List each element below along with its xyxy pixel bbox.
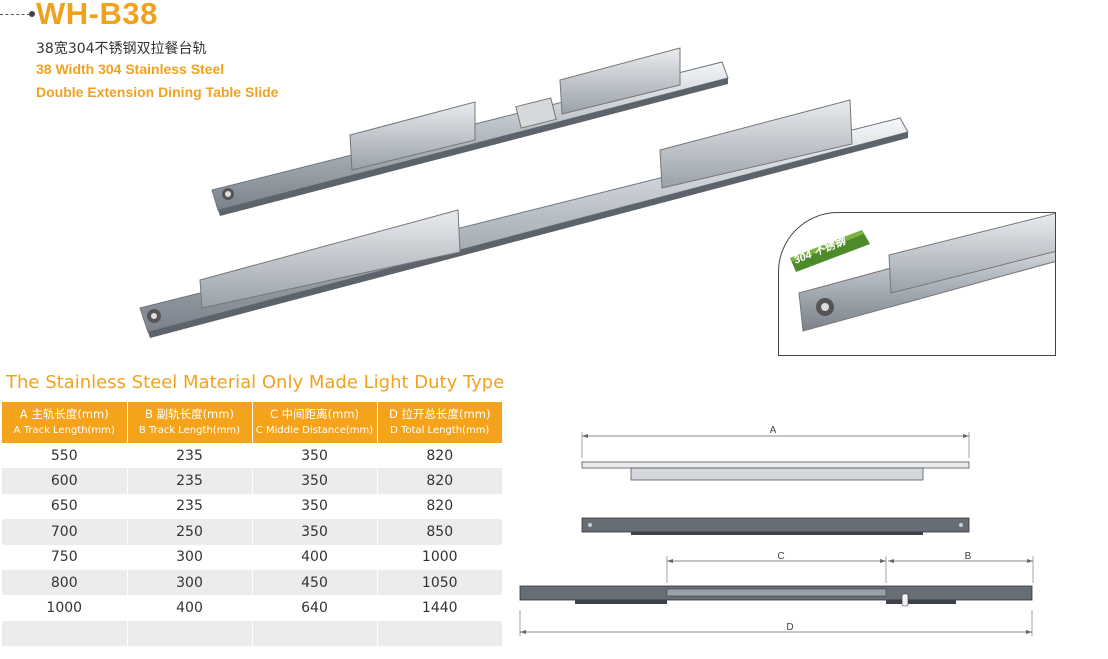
cell: 450 xyxy=(252,569,378,596)
cell: 820 xyxy=(426,498,454,515)
col-header-c: C 中间距离(mm)C Middle Distance(mm) xyxy=(252,402,378,443)
cell: 550 xyxy=(2,443,128,469)
cell xyxy=(127,620,253,647)
cell xyxy=(252,620,378,647)
col-header-d: D 拉开总长度(mm)D Total Length(mm) xyxy=(377,402,502,443)
cell: 850 xyxy=(377,519,502,545)
product-image xyxy=(139,47,909,338)
upper-slide xyxy=(211,47,729,216)
cell: 300 xyxy=(127,544,253,570)
title-english-line-2: Double Extension Dining Table Slide xyxy=(36,84,279,100)
cell: 800 xyxy=(2,569,128,596)
detail-inset-image xyxy=(798,213,1055,332)
header-lead-dot xyxy=(29,11,35,17)
label-d: D xyxy=(786,622,793,633)
cell: 820 xyxy=(426,447,454,464)
label-c: C xyxy=(777,551,784,562)
cell: 350 xyxy=(252,443,378,469)
cell: 1000 xyxy=(421,549,458,566)
cell: 1050 xyxy=(377,569,502,596)
cell: 235 xyxy=(127,493,253,520)
model-number: WH-B38 xyxy=(36,0,158,31)
lower-slide xyxy=(139,99,909,338)
cell: 600 xyxy=(2,468,128,494)
cell: 640 xyxy=(252,595,378,621)
title-english-line-1: 38 Width 304 Stainless Steel xyxy=(36,61,225,77)
dimension-drawing: A C B D xyxy=(519,425,1034,636)
cell: 250 xyxy=(127,519,253,545)
view-mid xyxy=(581,517,970,535)
cell: 820 xyxy=(377,468,502,494)
cell: 400 xyxy=(127,595,253,621)
spec-table: A 主轨长度(mm)A Track Length(mm) B 副轨长度(mm)B… xyxy=(2,402,502,647)
cell: 300 xyxy=(127,569,253,596)
cell: 750 xyxy=(2,544,128,570)
cell: 700 xyxy=(2,519,128,545)
section-title: The Stainless Steel Material Only Made L… xyxy=(6,372,505,393)
cell: 350 xyxy=(252,468,378,494)
view-extended: C B D xyxy=(519,551,1034,636)
cell: 235 xyxy=(127,468,253,494)
table-row xyxy=(2,620,502,647)
label-a: A xyxy=(770,425,777,436)
cell: 1440 xyxy=(421,600,458,617)
col-header-b: B 副轨长度(mm)B Track Length(mm) xyxy=(127,402,253,443)
stainless-steel-badge xyxy=(790,230,870,272)
cell: 350 xyxy=(252,493,378,520)
label-b: B xyxy=(965,551,972,562)
cell xyxy=(377,620,502,647)
cell: 650 xyxy=(2,493,128,520)
header-lead-line xyxy=(0,14,30,15)
detail-inset xyxy=(778,212,1056,356)
cell: 235 xyxy=(127,443,253,469)
cell: 400 xyxy=(252,544,378,570)
cell: 1000 xyxy=(2,595,128,621)
cell: 350 xyxy=(252,519,378,545)
cell xyxy=(2,620,128,647)
spec-table-header: A 主轨长度(mm)A Track Length(mm) B 副轨长度(mm)B… xyxy=(2,402,502,443)
title-chinese: 38宽304不锈钢双拉餐台轨 xyxy=(36,41,207,57)
view-a: A xyxy=(581,425,970,481)
col-header-a: A 主轨长度(mm)A Track Length(mm) xyxy=(2,402,128,443)
